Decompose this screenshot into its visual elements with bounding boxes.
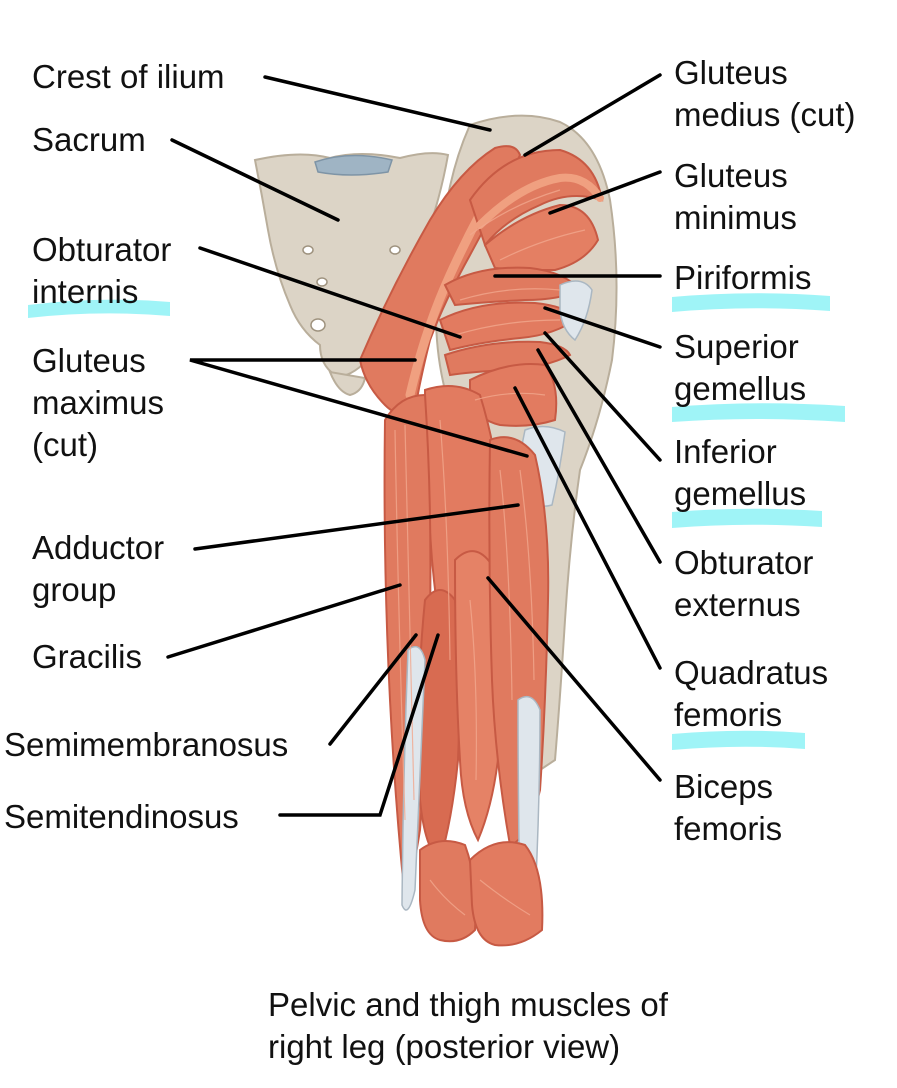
intervertebral-disc <box>314 154 393 176</box>
label-gluteus-medius-line2: medius (cut) <box>674 96 856 133</box>
highlight-quadratus-femoris <box>672 730 805 750</box>
label-superior-gemellus: Superior gemellus <box>674 326 806 410</box>
label-obturator-internis: Obturator internis <box>32 229 171 313</box>
leader-gluteus-medius <box>523 73 662 157</box>
calf-muscle-lateral <box>468 841 544 947</box>
caption-line1: Pelvic and thigh muscles of <box>268 986 668 1023</box>
label-gluteus-minimus-line1: Gluteus <box>674 157 788 194</box>
leader-obturator-externus <box>536 348 662 564</box>
leader-lines <box>166 73 662 817</box>
leader-semitendinosus <box>278 633 440 817</box>
label-quadratus-femoris-line2: femoris <box>674 696 783 733</box>
leader-inferior-gemellus <box>543 331 662 462</box>
sacral-foramen <box>316 277 328 287</box>
figure-caption: Pelvic and thigh muscles of right leg (p… <box>268 984 668 1068</box>
label-gluteus-medius: Gluteus medius (cut) <box>674 52 856 136</box>
leader-superior-gemellus <box>543 306 662 349</box>
gluteus-medius-cut-edge <box>476 173 604 229</box>
label-gluteus-maximus: Gluteus maximus (cut) <box>32 340 164 466</box>
highlight-superior-gemellus <box>672 403 845 422</box>
label-gluteus-maximus-line2: maximus <box>32 384 165 421</box>
highlight-piriformis <box>672 293 830 312</box>
label-obturator-externus: Obturator externus <box>674 542 813 626</box>
leader-sacrum <box>170 138 340 222</box>
label-adductor-group: Adductor group <box>32 527 164 611</box>
label-gluteus-minimus-line2: minimus <box>674 199 797 236</box>
label-biceps-femoris-line2: femoris <box>674 810 783 847</box>
label-quadratus-femoris-line1: Quadratus <box>674 654 829 691</box>
leader-semimembranosus <box>328 633 418 746</box>
calf-muscle-medial <box>419 840 477 943</box>
label-inferior-gemellus-line1: Inferior <box>674 433 777 470</box>
label-inferior-gemellus: Inferior gemellus <box>674 431 806 515</box>
semimembranosus-muscle <box>417 589 461 862</box>
leader-biceps-femoris <box>486 576 662 782</box>
label-obturator-internis-line1: Obturator <box>32 231 172 268</box>
label-biceps-femoris-line1: Biceps <box>674 768 774 805</box>
label-gluteus-minimus: Gluteus minimus <box>674 155 797 239</box>
highlight-obturator-internis <box>28 299 170 318</box>
caption-line2: right leg (posterior view) <box>268 1028 621 1065</box>
label-adductor-group-line2: group <box>32 571 117 608</box>
leader-crest-of-ilium <box>263 75 492 132</box>
label-obturator-externus-line2: externus <box>674 586 801 623</box>
highlight-marks <box>28 293 845 750</box>
label-adductor-group-line1: Adductor <box>32 529 165 566</box>
label-superior-gemellus-line2: gemellus <box>674 370 807 407</box>
sacral-foramen <box>310 318 326 332</box>
leader-gracilis <box>166 583 402 659</box>
leader-quadratus-femoris <box>513 386 662 670</box>
label-crest-of-ilium: Crest of ilium <box>32 58 225 95</box>
label-piriformis: Piriformis <box>674 259 812 296</box>
leader-gluteus-minimus <box>548 170 662 215</box>
label-gluteus-maximus-line3: (cut) <box>32 426 98 463</box>
leader-adductor-group <box>193 503 520 551</box>
leader-obturator-internis <box>198 246 462 339</box>
muscle-fibres <box>394 189 586 916</box>
label-gluteus-maximus-line1: Gluteus <box>32 342 146 379</box>
label-quadratus-femoris: Quadratus femoris <box>674 652 828 736</box>
label-sacrum: Sacrum <box>32 121 146 158</box>
label-gluteus-medius-line1: Gluteus <box>674 54 788 91</box>
label-semimembranosus: Semimembranosus <box>4 726 289 763</box>
label-obturator-internis-line2: internis <box>32 273 139 310</box>
highlight-inferior-gemellus <box>672 508 822 528</box>
label-superior-gemellus-line1: Superior <box>674 328 799 365</box>
label-obturator-externus-line1: Obturator <box>674 544 814 581</box>
label-biceps-femoris: Biceps femoris <box>674 766 782 850</box>
sacral-foramen <box>389 245 401 255</box>
sacral-foramen <box>302 245 314 255</box>
label-semitendinosus: Semitendinosus <box>4 798 239 835</box>
coccyx <box>328 370 367 397</box>
leader-gluteus-maximus <box>189 358 529 458</box>
label-gracilis: Gracilis <box>32 638 143 675</box>
label-inferior-gemellus-line2: gemellus <box>674 475 807 512</box>
